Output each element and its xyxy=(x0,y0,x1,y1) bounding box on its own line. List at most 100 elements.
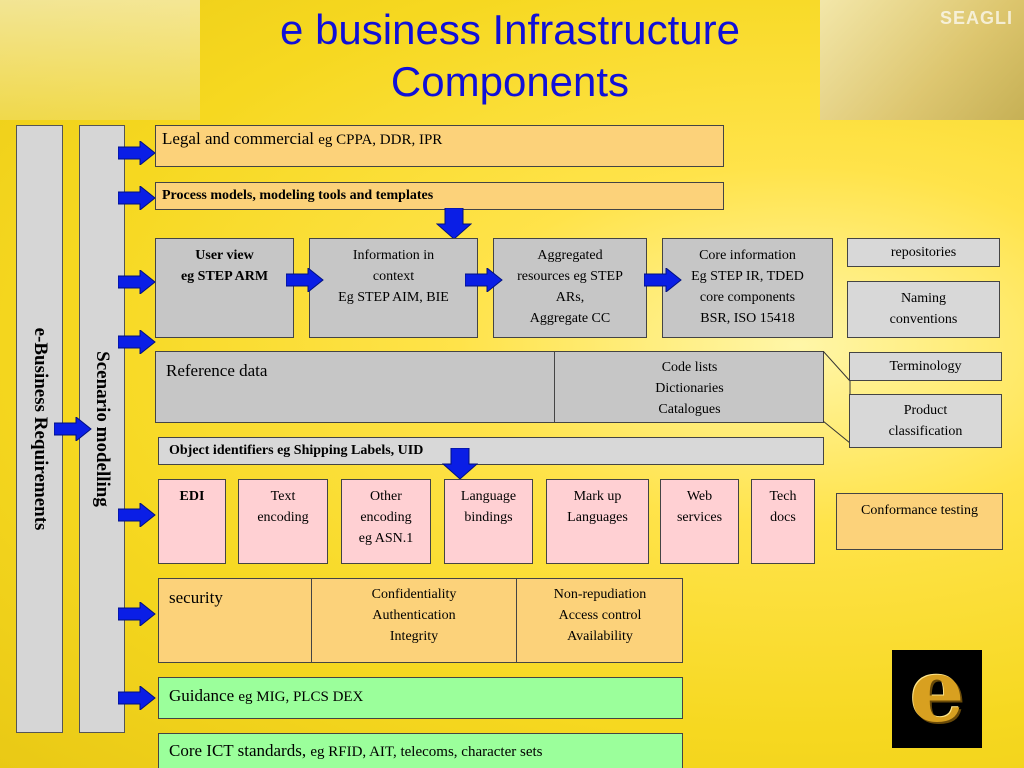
aggregated-line4: Aggregate CC xyxy=(529,311,611,326)
naming-line1: Naming xyxy=(900,291,947,306)
background-photo-right xyxy=(820,0,1024,120)
terminology-label: Terminology xyxy=(889,359,962,374)
aggregated-line2: resources eg STEP xyxy=(517,269,623,284)
security-label: security xyxy=(169,588,223,607)
e-logo-letter: e xyxy=(909,641,965,742)
requirements-label: e-Business Requirements xyxy=(29,327,51,531)
tech-docs-line2: docs xyxy=(770,510,796,525)
language-bindings-line2: bindings xyxy=(464,510,513,525)
slide-title: e business Infrastructure Components xyxy=(160,4,860,108)
other-encoding-line2: encoding xyxy=(360,510,412,525)
repositories-box: repositories xyxy=(847,238,1000,267)
arrow-right-icon xyxy=(286,268,324,292)
bracket-connector xyxy=(823,351,851,444)
background-texture-left xyxy=(0,0,200,120)
web-services-line2: services xyxy=(676,510,723,525)
security-box: security xyxy=(158,578,683,663)
arrow-right-icon xyxy=(118,330,156,354)
security-column-3: Non-repudiation Access control Availabil… xyxy=(517,584,683,647)
legal-examples: eg CPPA, DDR, IPR xyxy=(318,132,443,148)
guidance-label: Guidance xyxy=(169,686,239,705)
code-lists-line2: Dictionaries xyxy=(655,381,724,396)
arrow-right-icon xyxy=(118,686,156,710)
reference-data-divider xyxy=(554,351,555,423)
terminology-box: Terminology xyxy=(849,352,1002,381)
availability-label: Availability xyxy=(567,629,633,644)
background-logo-text: SEAGLI xyxy=(940,8,1014,28)
core-ict-examples: eg RFID, AIT, telecoms, character sets xyxy=(310,744,543,760)
arrow-right-icon xyxy=(465,268,503,292)
information-in-context-box: Information in context Eg STEP AIM, BIE xyxy=(309,238,478,338)
text-encoding-line2: encoding xyxy=(257,510,309,525)
reference-data-box: Reference data xyxy=(155,351,824,423)
title-line-1: e business Infrastructure xyxy=(280,6,740,53)
code-lists-line3: Catalogues xyxy=(658,402,721,417)
security-divider-1 xyxy=(311,578,312,663)
other-encoding-line1: Other xyxy=(370,489,402,504)
text-encoding-line1: Text xyxy=(270,489,296,504)
product-class-line1: Product xyxy=(903,403,948,418)
info-context-line1: Information in xyxy=(352,248,435,263)
core-ict-box: Core ICT standards, eg RFID, AIT, teleco… xyxy=(158,733,683,768)
aggregated-resources-box: Aggregated resources eg STEP ARs, Aggreg… xyxy=(493,238,647,338)
conformance-testing-box: Conformance testing xyxy=(836,493,1003,550)
language-bindings-box: Language bindings xyxy=(444,479,533,564)
product-class-line2: classification xyxy=(888,424,963,439)
guidance-box: Guidance eg MIG, PLCS DEX xyxy=(158,677,683,719)
process-label: Process models, modeling tools and templ… xyxy=(162,188,434,203)
core-ict-label: Core ICT standards, xyxy=(169,741,311,760)
aggregated-line3: ARs, xyxy=(555,290,585,305)
arrow-right-icon xyxy=(644,268,682,292)
user-view-box: User view eg STEP ARM xyxy=(155,238,294,338)
scenario-label: Scenario modelling xyxy=(92,351,113,507)
other-encoding-box: Other encoding eg ASN.1 xyxy=(341,479,431,564)
web-services-box: Web services xyxy=(660,479,739,564)
reference-data-label: Reference data xyxy=(166,361,268,380)
arrow-right-icon xyxy=(118,270,156,294)
legal-label: Legal and commercial xyxy=(162,129,319,148)
repositories-label: repositories xyxy=(890,245,957,260)
arrow-right-icon xyxy=(118,186,156,210)
conformance-label: Conformance testing xyxy=(860,503,979,518)
guidance-examples: eg MIG, PLCS DEX xyxy=(238,689,364,705)
process-models-box: Process models, modeling tools and templ… xyxy=(155,182,724,210)
integrity-label: Integrity xyxy=(389,629,439,644)
arrow-right-icon xyxy=(118,602,156,626)
code-lists-line1: Code lists xyxy=(661,360,718,375)
arrow-right-icon xyxy=(54,417,92,441)
text-encoding-box: Text encoding xyxy=(238,479,328,564)
core-info-line4: BSR, ISO 15418 xyxy=(700,311,795,326)
confidentiality-label: Confidentiality xyxy=(371,587,457,602)
language-bindings-line1: Language xyxy=(460,489,517,504)
title-line-2: Components xyxy=(390,58,630,105)
markup-line2: Languages xyxy=(567,510,628,525)
product-classification-box: Product classification xyxy=(849,394,1002,448)
markup-languages-box: Mark up Languages xyxy=(546,479,649,564)
other-encoding-line3: eg ASN.1 xyxy=(358,531,414,546)
authentication-label: Authentication xyxy=(372,608,456,623)
user-view-line1: User view xyxy=(195,248,254,263)
security-divider-2 xyxy=(516,578,517,663)
markup-line1: Mark up xyxy=(573,489,622,504)
arrow-right-icon xyxy=(118,503,156,527)
arrow-down-icon xyxy=(435,207,473,240)
security-column-2: Confidentiality Authentication Integrity xyxy=(312,584,516,647)
edi-box: EDI xyxy=(158,479,226,564)
core-info-line2: Eg STEP IR, TDED xyxy=(691,269,804,284)
legal-commercial-box: Legal and commercial eg CPPA, DDR, IPR xyxy=(155,125,724,167)
user-view-line2: eg STEP ARM xyxy=(180,269,269,284)
naming-line2: conventions xyxy=(889,312,958,327)
web-services-line1: Web xyxy=(686,489,713,504)
arrow-down-icon xyxy=(441,447,479,480)
access-control-label: Access control xyxy=(558,608,642,623)
info-context-line2: context xyxy=(372,269,415,284)
info-context-line3: Eg STEP AIM, BIE xyxy=(338,290,449,305)
naming-conventions-box: Naming conventions xyxy=(847,281,1000,338)
tech-docs-line1: Tech xyxy=(769,489,797,504)
code-lists-cell: Code lists Dictionaries Catalogues xyxy=(555,357,824,420)
aggregated-line1: Aggregated xyxy=(537,248,603,263)
object-ids-label: Object identifiers eg Shipping Labels, U… xyxy=(169,443,424,458)
object-identifiers-box: Object identifiers eg Shipping Labels, U… xyxy=(158,437,824,465)
core-information-box: Core information Eg STEP IR, TDED core c… xyxy=(662,238,833,338)
core-info-line3: core components xyxy=(699,290,796,305)
